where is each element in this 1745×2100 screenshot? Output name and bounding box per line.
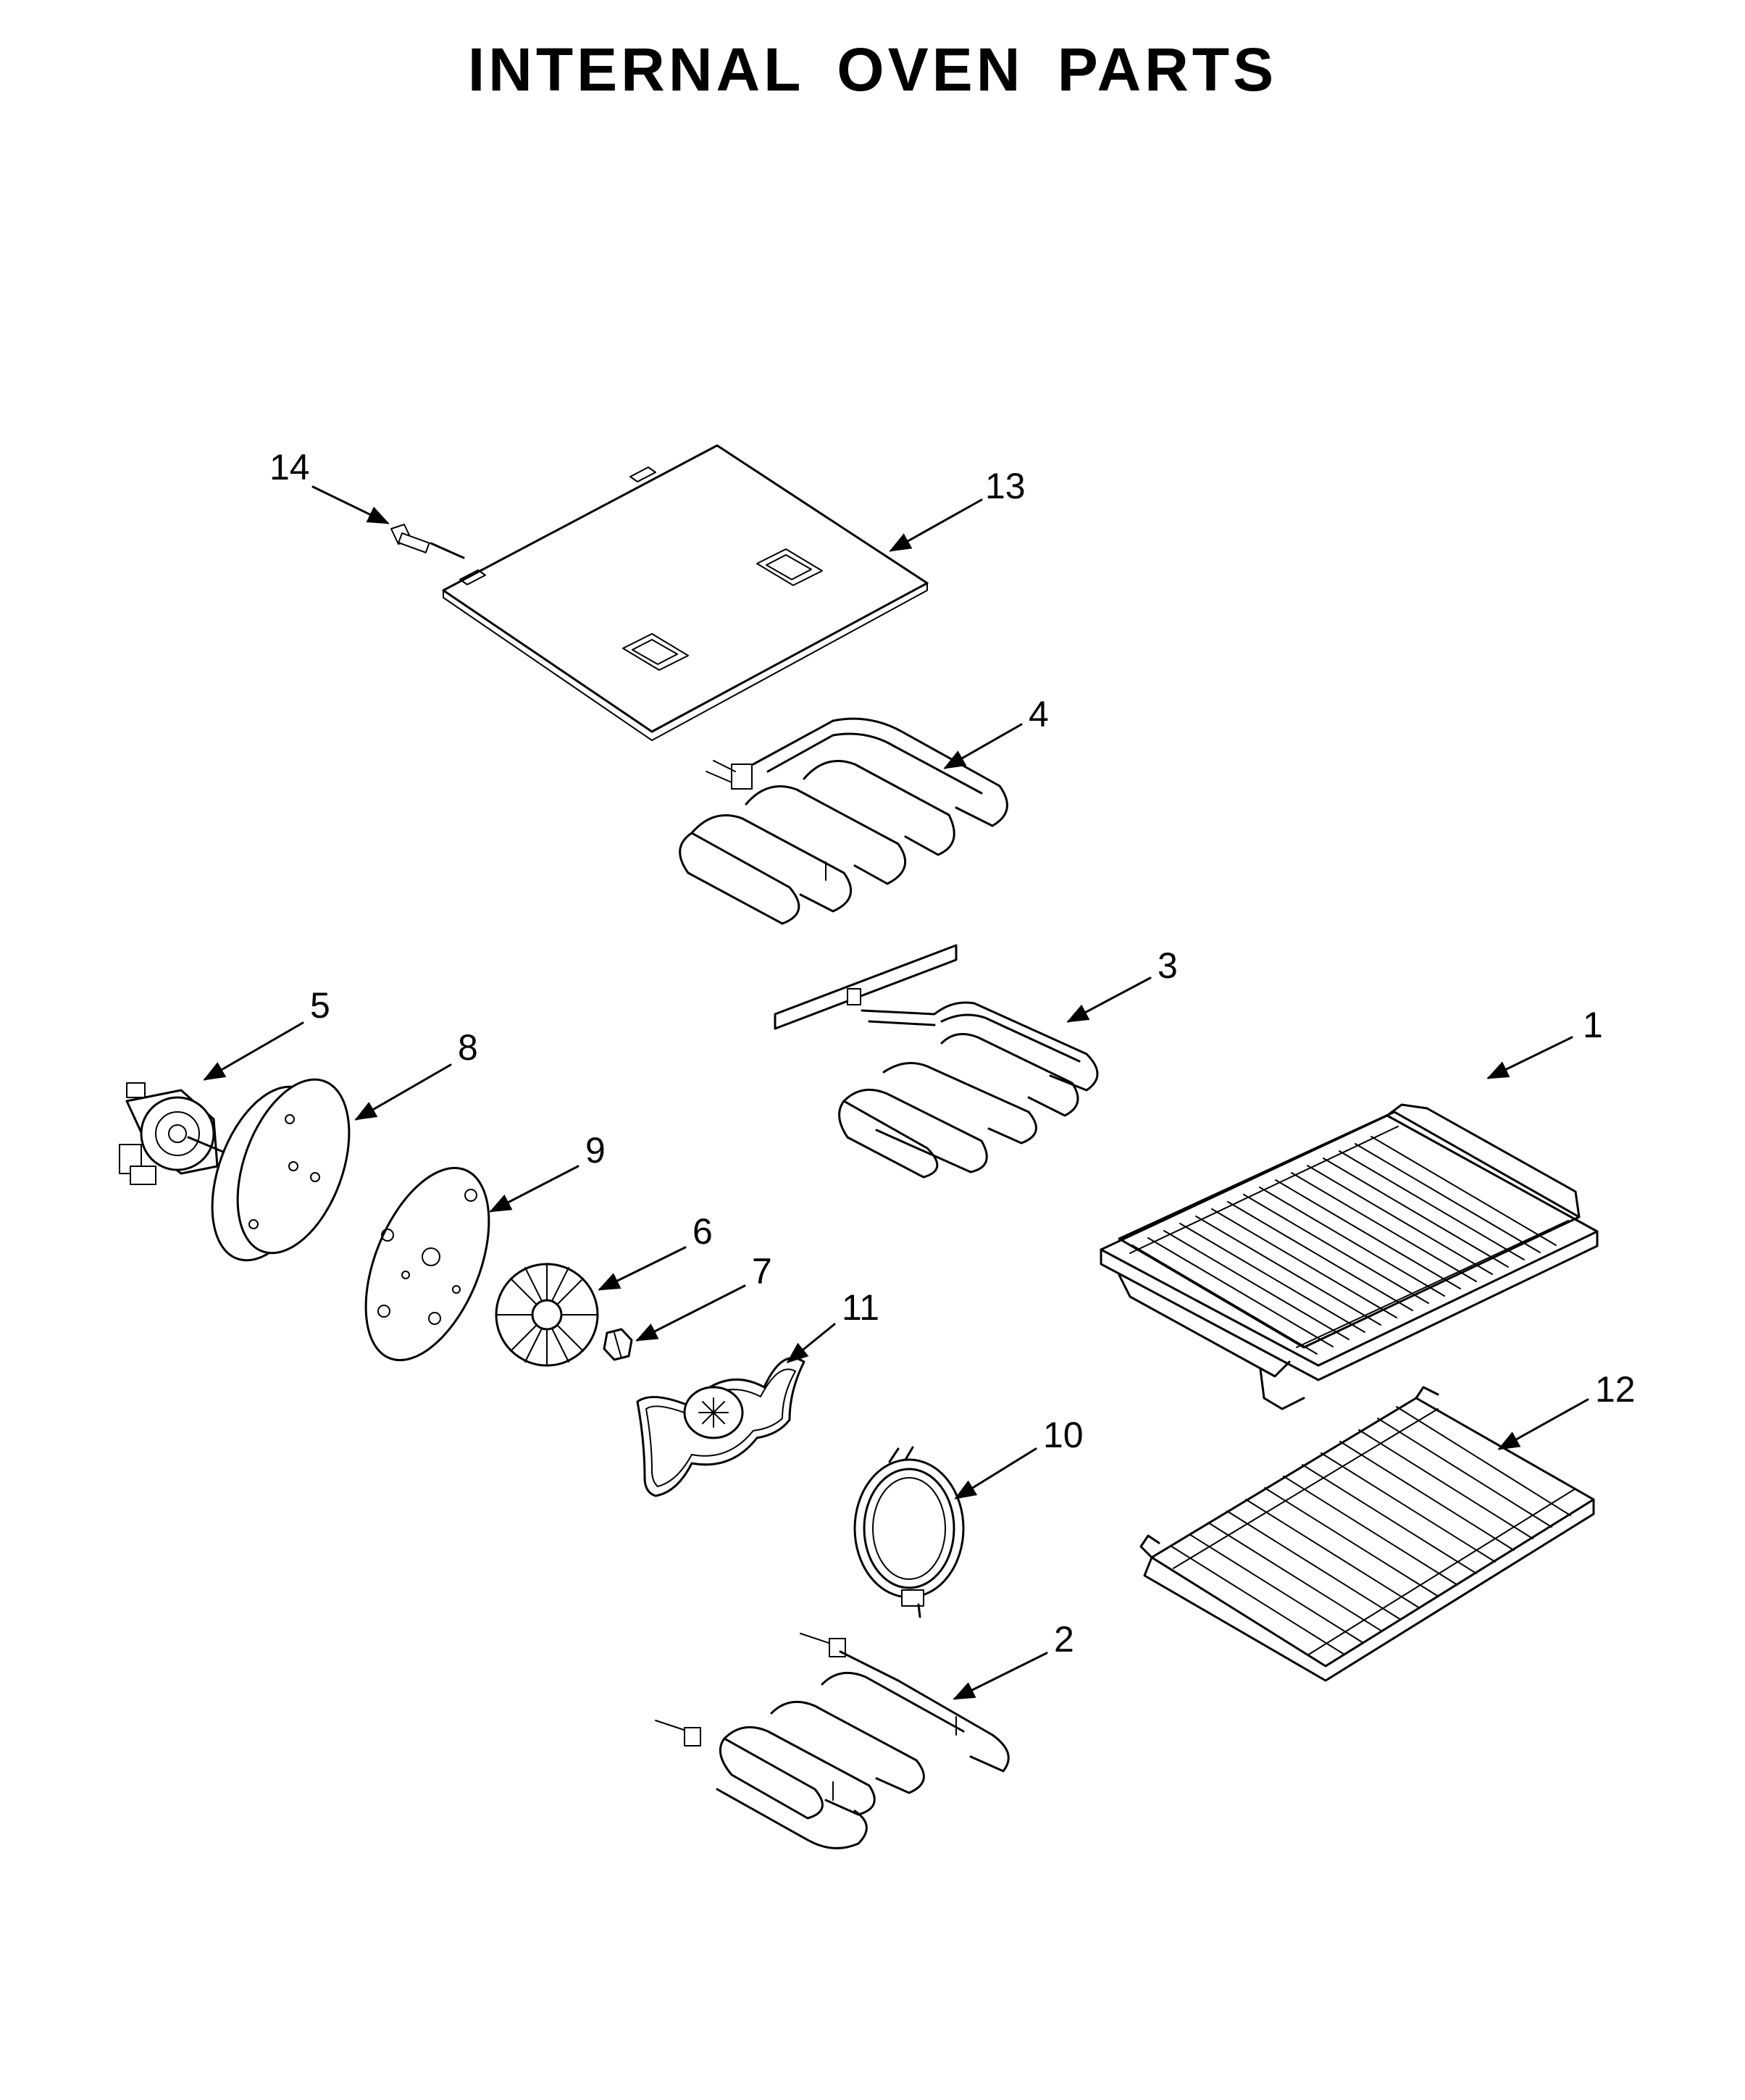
- callout-arrow-4: [943, 723, 1023, 769]
- screw-14-drawing: [390, 524, 465, 559]
- callout-6: 6: [598, 1211, 713, 1291]
- callout-arrow-6: [598, 1246, 687, 1291]
- broil-element-4-drawing: [679, 717, 1008, 925]
- callout-label-6: 6: [692, 1211, 713, 1252]
- callout-arrow-8: [354, 1063, 452, 1121]
- callout-label-14: 14: [269, 447, 310, 488]
- callout-5: 5: [203, 985, 330, 1081]
- fan-motor-5-drawing: [119, 1082, 233, 1185]
- callout-12: 12: [1497, 1369, 1636, 1450]
- callout-1: 1: [1486, 1005, 1603, 1079]
- callout-label-9: 9: [585, 1130, 606, 1171]
- fan-plate-9-drawing: [364, 1166, 490, 1362]
- callout-arrow-5: [203, 1021, 304, 1081]
- callout-arrow-11: [786, 1323, 836, 1363]
- callout-label-10: 10: [1043, 1415, 1084, 1455]
- callout-arrow-2: [953, 1652, 1048, 1700]
- callout-14: 14: [269, 447, 390, 524]
- callout-3: 3: [1066, 945, 1178, 1023]
- callout-arrow-3: [1066, 976, 1152, 1023]
- bake-element-2-drawing: [655, 1633, 1010, 1849]
- callout-7: 7: [635, 1251, 772, 1342]
- insulation-disc-8-drawing: [211, 1078, 351, 1262]
- ring-element-10-drawing: [853, 1446, 965, 1618]
- bake-element-3-drawing: [774, 944, 1099, 1179]
- callout-label-11: 11: [842, 1287, 879, 1328]
- panel-13-drawing: [442, 444, 929, 741]
- callout-label-12: 12: [1595, 1369, 1636, 1410]
- nut-7-drawing: [603, 1328, 633, 1361]
- callout-label-3: 3: [1158, 945, 1178, 986]
- callout-10: 10: [954, 1415, 1084, 1499]
- callout-arrow-12: [1497, 1398, 1589, 1450]
- callout-arrow-9: [489, 1165, 579, 1213]
- callout-2: 2: [953, 1619, 1074, 1700]
- rack-12-drawing: [1139, 1386, 1595, 1682]
- callout-8: 8: [354, 1027, 478, 1121]
- callout-arrow-14: [311, 485, 390, 524]
- callout-9: 9: [489, 1130, 606, 1213]
- callout-13: 13: [889, 466, 1026, 552]
- callout-arrow-7: [635, 1284, 746, 1342]
- callout-11: 11: [786, 1287, 879, 1363]
- callout-label-2: 2: [1054, 1619, 1074, 1660]
- fan-blade-6-drawing: [495, 1263, 599, 1367]
- callout-label-4: 4: [1029, 694, 1049, 735]
- callout-label-13: 13: [985, 466, 1026, 506]
- callout-label-1: 1: [1583, 1005, 1603, 1045]
- callout-label-5: 5: [310, 985, 330, 1026]
- rack-1-drawing: [1100, 1103, 1599, 1410]
- callout-label-7: 7: [752, 1251, 772, 1292]
- callout-arrow-13: [889, 498, 983, 552]
- callout-arrow-10: [954, 1447, 1037, 1499]
- callout-arrow-1: [1486, 1036, 1573, 1079]
- callout-label-8: 8: [458, 1027, 478, 1068]
- page-title: INTERNAL OVEN PARTS: [467, 35, 1278, 104]
- gasket-11-drawing: [636, 1357, 805, 1497]
- callout-4: 4: [943, 694, 1049, 769]
